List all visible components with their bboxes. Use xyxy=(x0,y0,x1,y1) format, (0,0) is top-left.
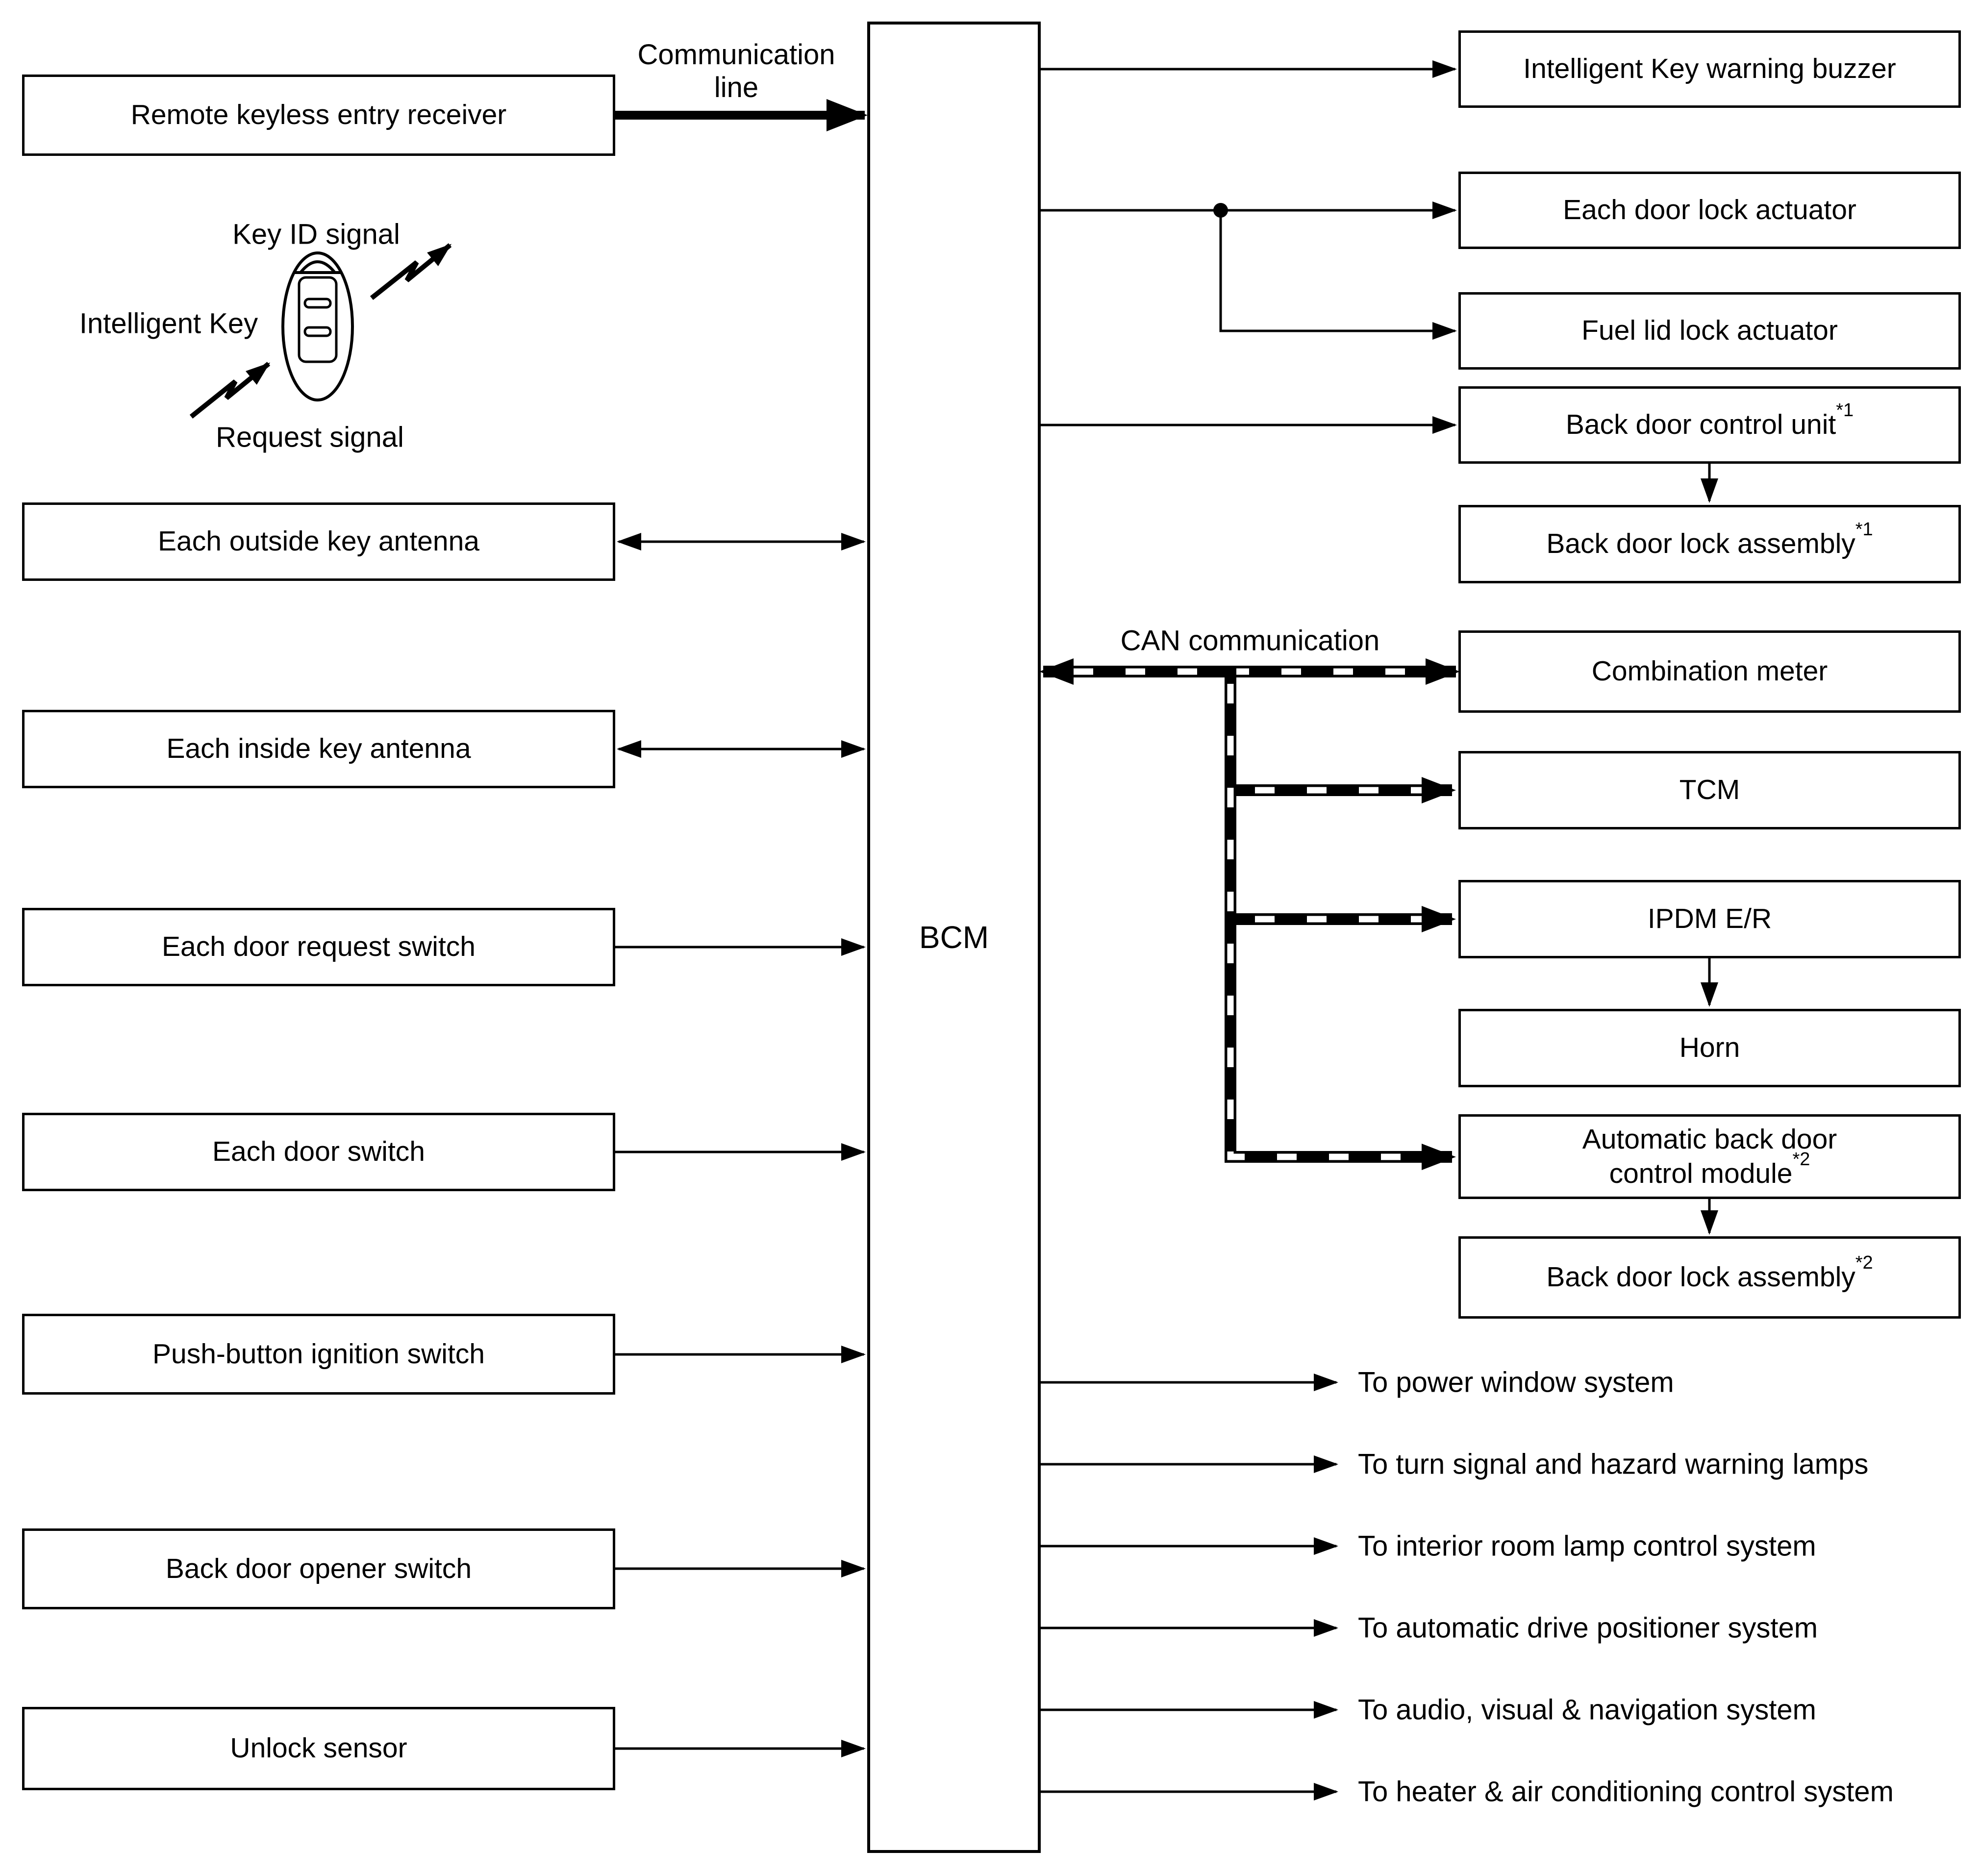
box-label: Fuel lid lock actuator xyxy=(1581,315,1838,347)
box-label: Each outside key antenna xyxy=(158,525,479,557)
box-label: Remote keyless entry receiver xyxy=(130,99,507,131)
to-interior-lamp-label: To interior room lamp control system xyxy=(1358,1530,1816,1562)
box-remote-keyless-entry-receiver: Remote keyless entry receiver xyxy=(22,75,615,156)
box-label: Back door lock assembly*2 xyxy=(1546,1252,1873,1293)
request-signal-label: Request signal xyxy=(216,421,404,453)
footnote-sup: *2 xyxy=(1792,1149,1810,1170)
box-back-door-lock-assembly-2: Back door lock assembly*2 xyxy=(1458,1236,1961,1319)
box-label: Horn xyxy=(1679,1032,1740,1064)
box-label: Back door control unit*1 xyxy=(1565,400,1854,441)
box-each-door-lock-actuator: Each door lock actuator xyxy=(1458,172,1961,249)
box-each-outside-key-antenna: Each outside key antenna xyxy=(22,502,615,581)
request-signal-arrow-icon xyxy=(189,362,271,419)
to-drive-positioner-label: To automatic drive positioner system xyxy=(1358,1612,1818,1644)
box-push-button-ignition-switch: Push-button ignition switch xyxy=(22,1314,615,1395)
box-intelligent-key-warning-buzzer: Intelligent Key warning buzzer xyxy=(1458,30,1961,108)
can-trunk xyxy=(1225,666,1456,1170)
bcm-box: BCM xyxy=(867,22,1041,1853)
box-fuel-lid-lock-actuator: Fuel lid lock actuator xyxy=(1458,292,1961,370)
box-label: TCM xyxy=(1679,774,1740,806)
footnote-sup: *1 xyxy=(1836,400,1854,421)
intelligent-key-label: Intelligent Key xyxy=(79,307,258,340)
box-combination-meter: Combination meter xyxy=(1458,630,1961,713)
box-each-inside-key-antenna: Each inside key antenna xyxy=(22,710,615,788)
to-heater-ac-label: To heater & air conditioning control sys… xyxy=(1358,1776,1894,1808)
key-id-signal-label: Key ID signal xyxy=(232,218,400,250)
box-each-door-request-switch: Each door request switch xyxy=(22,908,615,986)
box-ipdm-er: IPDM E/R xyxy=(1458,880,1961,958)
key-id-signal-arrow-icon xyxy=(370,243,452,300)
can-communication-label: CAN communication xyxy=(1120,625,1380,657)
box-each-door-switch: Each door switch xyxy=(22,1113,615,1191)
box-automatic-back-door-control-module: Automatic back door control module*2 xyxy=(1458,1114,1961,1199)
communication-line-label: Communication line xyxy=(637,39,835,103)
box-label: Each door switch xyxy=(212,1136,426,1168)
box-label: Back door lock assembly*1 xyxy=(1546,519,1873,560)
to-turn-signal-label: To turn signal and hazard warning lamps xyxy=(1358,1448,1869,1480)
to-power-window-label: To power window system xyxy=(1358,1366,1674,1399)
box-tcm: TCM xyxy=(1458,751,1961,829)
intelligent-key-icon xyxy=(281,251,354,401)
box-label: Back door opener switch xyxy=(165,1552,472,1584)
can-trunk-dashes xyxy=(1227,684,1422,1160)
box-label: Automatic back door control module*2 xyxy=(1582,1123,1837,1189)
fuel-lid-branch-arrow xyxy=(1219,210,1457,340)
box-back-door-opener-switch: Back door opener switch xyxy=(22,1528,615,1609)
footnote-sup: *2 xyxy=(1855,1252,1873,1274)
box-back-door-control-unit: Back door control unit*1 xyxy=(1458,386,1961,464)
box-back-door-lock-assembly-1: Back door lock assembly*1 xyxy=(1458,505,1961,583)
box-label: IPDM E/R xyxy=(1647,903,1772,935)
box-horn: Horn xyxy=(1458,1009,1961,1087)
box-label: Push-button ignition switch xyxy=(152,1338,485,1370)
box-label: Each door request switch xyxy=(162,931,476,963)
box-label: Unlock sensor xyxy=(230,1732,407,1764)
box-label: Each inside key antenna xyxy=(166,733,471,765)
junction-dot xyxy=(1213,203,1228,218)
box-label: Each door lock actuator xyxy=(1563,194,1856,226)
box-unlock-sensor: Unlock sensor xyxy=(22,1707,615,1790)
box-label: Combination meter xyxy=(1591,655,1828,687)
box-label: Intelligent Key warning buzzer xyxy=(1523,53,1896,85)
bcm-label: BCM xyxy=(919,919,989,955)
to-audio-nav-label: To audio, visual & navigation system xyxy=(1358,1694,1816,1726)
footnote-sup: *1 xyxy=(1855,519,1873,540)
